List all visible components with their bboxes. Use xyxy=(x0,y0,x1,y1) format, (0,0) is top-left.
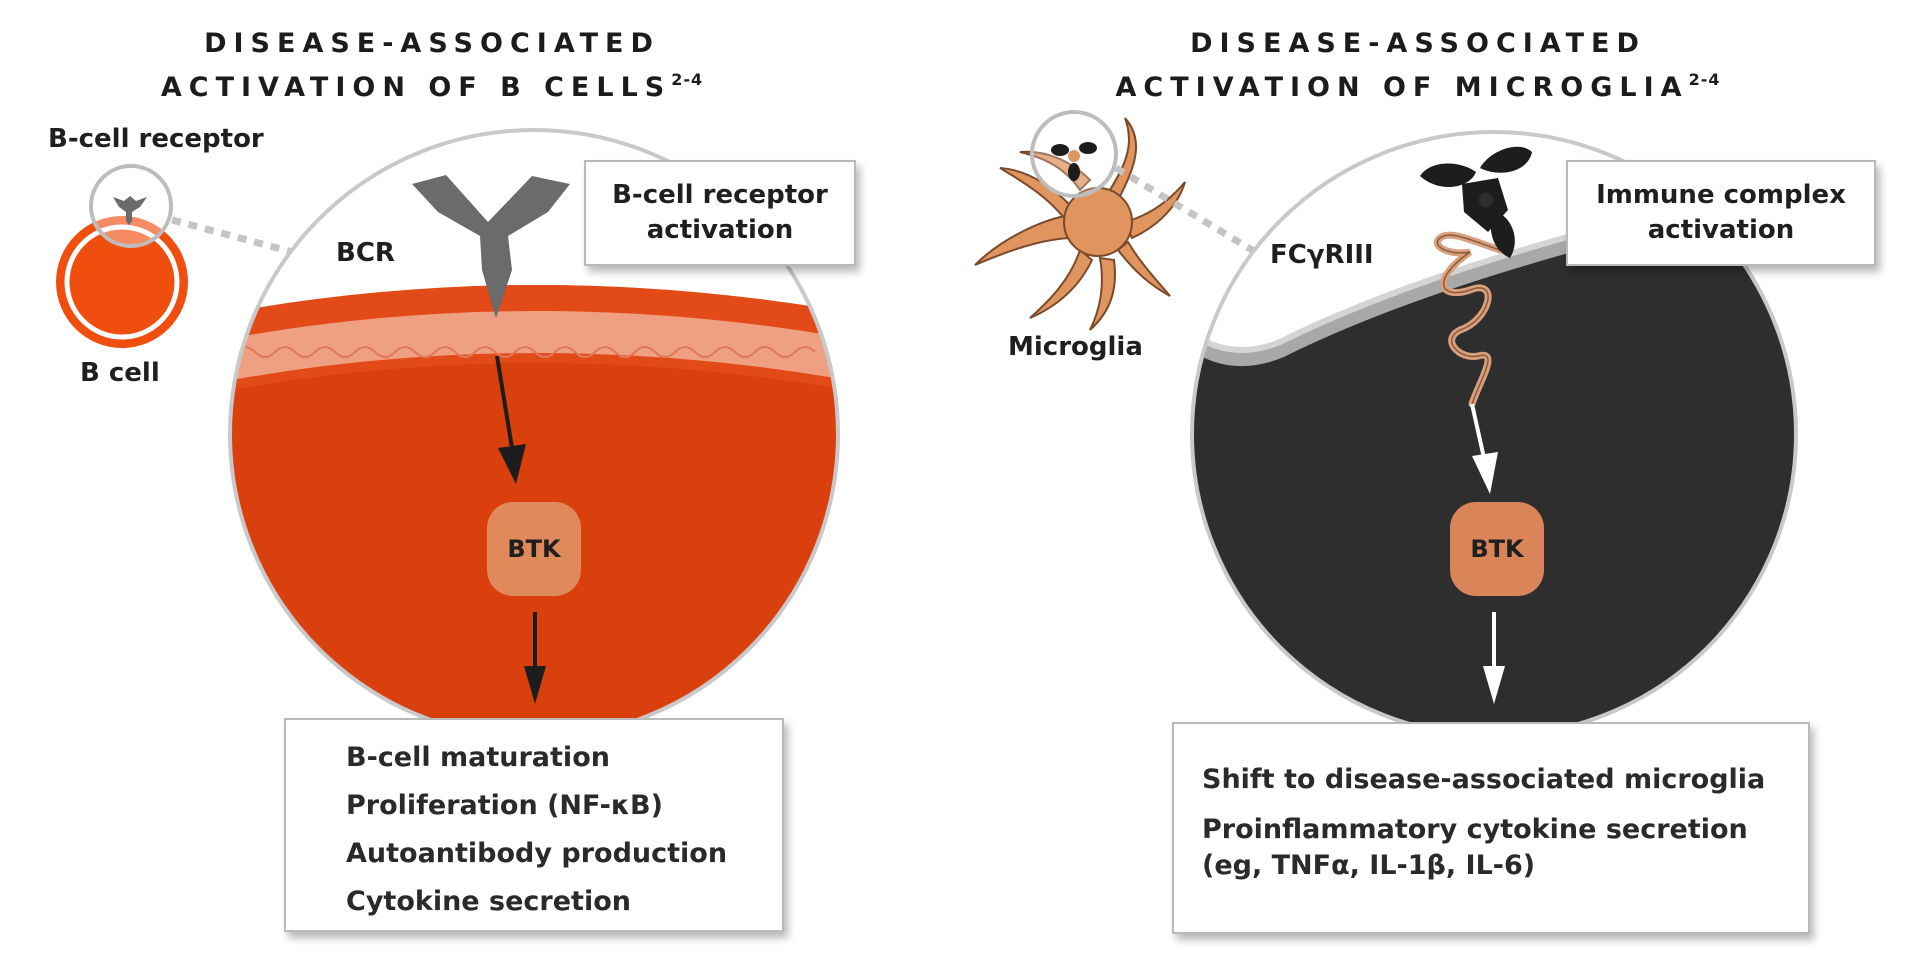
b-cell-outcomes-box: B-cell maturation Proliferation (NF-κB) … xyxy=(284,718,784,932)
left-title-line2-text: ACTIVATION OF B CELLS xyxy=(160,72,672,103)
left-title-line1: DISEASE-ASSOCIATED xyxy=(204,28,660,59)
left-title-line2: ACTIVATION OF B CELLS2-4 xyxy=(112,62,752,106)
btk-box: BTK xyxy=(1450,502,1544,596)
right-panel-title: DISEASE-ASSOCIATED ACTIVATION OF MICROGL… xyxy=(1098,26,1738,106)
b-cell-icon xyxy=(56,164,188,348)
outcome-item: Cytokine secretion xyxy=(346,886,631,917)
right-title-line1: DISEASE-ASSOCIATED xyxy=(1190,28,1646,59)
left-panel-graphic xyxy=(56,128,840,740)
b-cell-zoom-circle xyxy=(228,128,840,740)
b-cell-label: B cell xyxy=(80,358,160,388)
outcome-item: B-cell maturation xyxy=(346,742,610,773)
b-cell-activation-callout: B-cell receptor activation xyxy=(584,160,856,266)
fc-gamma-riii-label: FCγRIII xyxy=(1270,240,1374,270)
bcr-label: BCR xyxy=(336,238,395,268)
zoom-connector-line xyxy=(1114,165,1264,259)
down-arrow-icon xyxy=(524,612,546,704)
microglia-outcomes-box: Shift to disease-associated microglia Pr… xyxy=(1172,722,1810,934)
outcome-item: Shift to disease-associated microglia xyxy=(1202,762,1808,798)
immune-complex-callout: Immune complex activation xyxy=(1566,160,1876,266)
immune-complex-icon xyxy=(1420,146,1532,258)
immune-complex-icon xyxy=(1051,142,1097,181)
microglia-label: Microglia xyxy=(1008,332,1143,362)
zoom-connector-line xyxy=(171,216,301,258)
callout-line2: activation xyxy=(1647,215,1795,245)
right-panel-graphic xyxy=(974,110,1798,738)
membrane-wave xyxy=(234,346,816,358)
outcome-line: Proinflammatory cytokine secretion xyxy=(1202,814,1748,845)
right-title-line2: ACTIVATION OF MICROGLIA2-4 xyxy=(1098,62,1738,106)
right-title-reference: 2-4 xyxy=(1688,70,1721,89)
callout-line2: activation xyxy=(646,215,794,245)
btk-label: BTK xyxy=(1470,535,1524,563)
b-cell-receptor-label: B-cell receptor xyxy=(48,124,264,154)
right-title-line2-text: ACTIVATION OF MICROGLIA xyxy=(1115,72,1689,103)
down-arrow-icon xyxy=(1483,612,1505,704)
outcome-item: Autoantibody production xyxy=(346,838,728,869)
callout-line1: Immune complex xyxy=(1596,180,1846,210)
btk-label: BTK xyxy=(507,535,561,563)
microglia-zoom-circle xyxy=(1190,130,1798,738)
btk-box: BTK xyxy=(487,502,581,596)
outcome-item: Proliferation (NF-κB) xyxy=(346,790,663,821)
left-title-reference: 2-4 xyxy=(671,70,704,89)
outcome-line: (eg, TNFα, IL-1β, IL-6) xyxy=(1202,850,1536,881)
outcome-line: Shift to disease-associated microglia xyxy=(1202,764,1766,795)
left-panel-title: DISEASE-ASSOCIATED ACTIVATION OF B CELLS… xyxy=(112,26,752,106)
down-arrow-icon xyxy=(1470,403,1498,494)
antibody-icon xyxy=(412,175,570,318)
callout-line1: B-cell receptor xyxy=(612,180,828,210)
down-arrow-icon xyxy=(495,355,526,484)
outcome-item: Proinflammatory cytokine secretion (eg, … xyxy=(1202,812,1808,884)
